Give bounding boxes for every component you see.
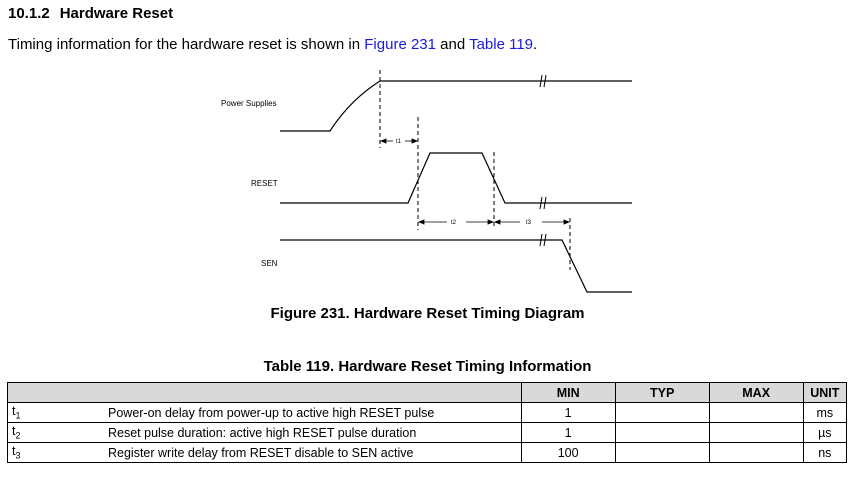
- t3-label: t3: [526, 220, 532, 226]
- intro-text-end: .: [533, 36, 538, 53]
- min-cell: 1: [520, 422, 616, 443]
- t2-label: t2: [451, 220, 457, 226]
- table-link[interactable]: Table 119: [469, 36, 534, 53]
- max-cell: [708, 442, 804, 463]
- table-caption: Table 119. Hardware Reset Timing Informa…: [263, 358, 592, 375]
- intro-text-mid: and: [435, 36, 470, 53]
- intro-text: Timing information for the hardware rese…: [8, 36, 365, 53]
- t1-label: t1: [396, 139, 402, 145]
- unit-cell: µs: [802, 422, 848, 443]
- unit-cell: ms: [802, 402, 848, 423]
- unit-cell: ns: [802, 442, 848, 463]
- header-unit: UNIT: [802, 382, 848, 403]
- header-typ: TYP: [614, 382, 710, 403]
- header-min: MIN: [520, 382, 616, 403]
- table-row: t3 Register write delay from RESET disab…: [7, 442, 848, 463]
- timing-arrows: [379, 138, 571, 225]
- break-mark: [539, 233, 547, 247]
- symbol-cell: t2: [7, 422, 104, 443]
- typ-cell: [614, 442, 710, 463]
- timing-table: MIN TYP MAX UNIT t1 Power-on delay from …: [7, 382, 848, 463]
- symbol-cell: t1: [7, 402, 104, 423]
- section-title: Hardware Reset: [59, 5, 174, 22]
- power-supplies-label: Power Supplies: [221, 99, 277, 108]
- max-cell: [708, 422, 804, 443]
- reference-lines: [379, 70, 571, 270]
- header-max: MAX: [708, 382, 804, 403]
- figure-link[interactable]: Figure 231: [364, 36, 436, 53]
- sen-label: SEN: [261, 259, 278, 268]
- max-cell: [708, 402, 804, 423]
- table-row: t1 Power-on delay from power-up to activ…: [7, 402, 848, 423]
- typ-cell: [614, 402, 710, 423]
- power-supplies-waveform: [280, 80, 632, 132]
- section-heading: 10.1.2 Hardware Reset: [8, 5, 173, 22]
- description-cell: Register write delay from RESET disable …: [104, 442, 522, 463]
- table-header-row: MIN TYP MAX UNIT: [7, 382, 848, 403]
- table-row: t2 Reset pulse duration: active high RES…: [7, 422, 848, 443]
- description-cell: Reset pulse duration: active high RESET …: [104, 422, 522, 443]
- reset-waveform: [280, 152, 632, 204]
- sen-waveform: [280, 239, 632, 293]
- break-mark: [539, 74, 547, 88]
- intro-paragraph: Timing information for the hardware rese…: [8, 36, 537, 53]
- description-cell: Power-on delay from power-up to active h…: [104, 402, 522, 423]
- typ-cell: [614, 422, 710, 443]
- min-cell: 100: [520, 442, 616, 463]
- section-number: 10.1.2: [8, 5, 50, 22]
- timing-diagram: Power Supplies RESET SEN t1 t2 t3: [221, 70, 632, 293]
- break-mark: [539, 196, 547, 210]
- header-blank: [7, 382, 522, 403]
- symbol-cell: t3: [7, 442, 104, 463]
- min-cell: 1: [520, 402, 616, 423]
- figure-caption: Figure 231. Hardware Reset Timing Diagra…: [270, 305, 585, 322]
- reset-label: RESET: [251, 179, 278, 188]
